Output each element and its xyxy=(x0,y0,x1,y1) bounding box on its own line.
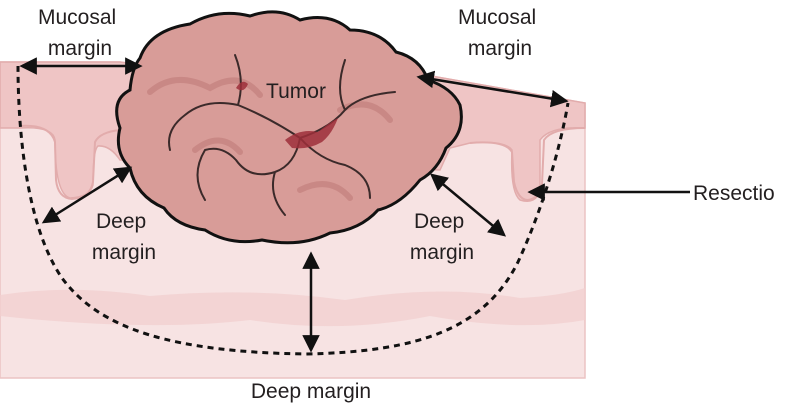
mucosal-margin-right-line1: Mucosal xyxy=(458,6,536,29)
deep-margin-bottom-label: Deep margin xyxy=(251,380,371,403)
deep-margin-left-label: Deep margin xyxy=(92,210,156,264)
mucosal-margin-left-label: Mucosal margin xyxy=(38,6,122,60)
mucosal-margin-left-line2: margin xyxy=(48,37,112,60)
deep-margin-right-arrow xyxy=(429,173,507,237)
mucosal-margin-right-label: Mucosal margin xyxy=(458,6,542,60)
deep-margin-right-line1: Deep xyxy=(414,210,464,233)
mucosal-margin-right-arrow xyxy=(416,70,569,108)
mucosal-margin-right-line2: margin xyxy=(468,37,532,60)
deep-margin-left-arrow xyxy=(41,166,133,224)
tumor-label: Tumor xyxy=(266,80,326,103)
mucosal-margin-left-line1: Mucosal xyxy=(38,6,116,29)
resection-line xyxy=(16,65,570,356)
tumor-shadow xyxy=(147,76,393,201)
deep-margin-right-label: Deep margin xyxy=(410,210,474,264)
deep-margin-right-line2: margin xyxy=(410,241,474,264)
deep-margin-left-line1: Deep xyxy=(96,210,146,233)
tumor-folds xyxy=(168,54,396,216)
tumor xyxy=(115,10,463,245)
tumor-core xyxy=(236,81,338,149)
deep-margin-left-line2: margin xyxy=(92,241,156,264)
tissue-band xyxy=(0,288,585,327)
resection-label: Resectio xyxy=(693,182,775,205)
